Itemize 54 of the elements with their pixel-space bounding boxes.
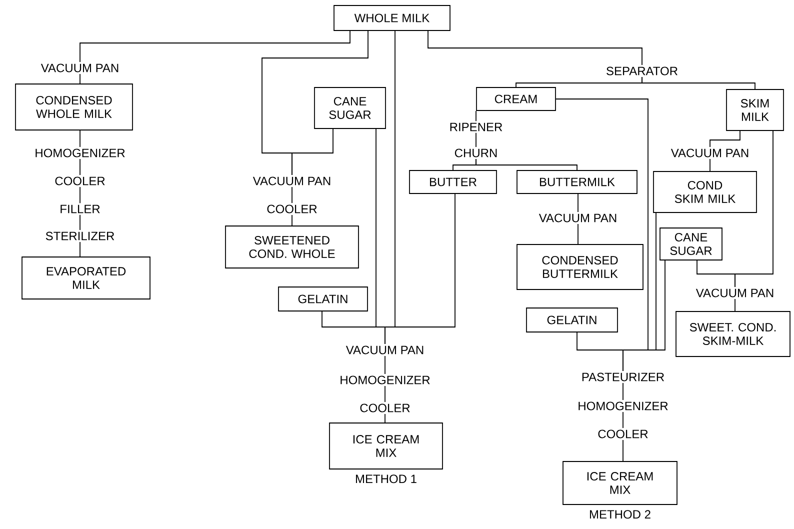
product-box: SWEET. COND. SKIM-MILK bbox=[676, 311, 790, 357]
product-box: CANE SUGAR bbox=[660, 228, 722, 260]
product-box: SWEETENED COND. WHOLE bbox=[225, 226, 359, 268]
connector-line bbox=[710, 130, 740, 148]
process-step-label: PASTEURIZER bbox=[582, 372, 664, 382]
connector-line bbox=[642, 76, 756, 90]
product-box: CREAM bbox=[476, 87, 556, 111]
process-step-label: HOMOGENIZER bbox=[340, 376, 430, 384]
process-step-label: COOLER bbox=[267, 204, 317, 214]
connector-line bbox=[384, 386, 386, 402]
process-step-label: COOLER bbox=[55, 176, 105, 186]
product-box: SKIM MILK bbox=[726, 89, 784, 131]
product-box: CONDENSED BUTTERMILK bbox=[516, 244, 644, 290]
method-caption: METHOD 1 bbox=[356, 474, 416, 484]
connector-line bbox=[622, 440, 624, 462]
connector-line bbox=[80, 30, 350, 62]
connector-line bbox=[384, 414, 386, 423]
process-step-label: STERILIZER bbox=[46, 232, 114, 240]
process-step-label: VACUUM PAN bbox=[40, 64, 118, 72]
process-step-label: VACUUM PAN bbox=[670, 148, 748, 158]
connector-line bbox=[734, 298, 736, 312]
method-caption: METHOD 2 bbox=[590, 510, 650, 519]
product-box: ICE CREAM MIX bbox=[329, 422, 443, 470]
connector-line bbox=[428, 30, 642, 66]
process-step-label: RIPENER bbox=[450, 122, 502, 132]
connector-line bbox=[292, 128, 334, 176]
process-step-label: COOLER bbox=[360, 404, 410, 412]
product-box: ICE CREAM MIX bbox=[562, 461, 678, 505]
process-step-label: VACUUM PAN bbox=[346, 346, 424, 354]
connector-line bbox=[384, 356, 386, 374]
connector-line bbox=[576, 332, 624, 372]
product-box: GELATIN bbox=[526, 308, 618, 332]
product-box: BUTTERMILK bbox=[516, 170, 638, 194]
process-step-label: COOLER bbox=[598, 430, 648, 438]
process-step-label: VACUUM PAN bbox=[538, 214, 616, 222]
product-box: EVAPORATED MILK bbox=[22, 256, 150, 300]
product-box: WHOLE MILK bbox=[334, 5, 450, 31]
connector-line bbox=[476, 158, 578, 170]
product-box: COND SKIM MILK bbox=[653, 171, 757, 213]
process-step-label: VACUUM PAN bbox=[696, 288, 774, 298]
process-step-label: FILLER bbox=[60, 204, 100, 214]
process-step-label: CHURN bbox=[454, 148, 497, 158]
product-box: CANE SUGAR bbox=[314, 87, 386, 129]
process-step-label: HOMOGENIZER bbox=[36, 148, 125, 158]
product-box: CONDENSED WHOLE MILK bbox=[15, 84, 133, 130]
connector-line bbox=[622, 412, 624, 428]
connector-line bbox=[734, 130, 774, 288]
connector-line bbox=[622, 382, 624, 400]
process-step-label: HOMOGENIZER bbox=[578, 402, 668, 410]
process-step-label: VACUUM PAN bbox=[252, 176, 330, 186]
process-step-label: SEPARATOR bbox=[606, 66, 678, 76]
connector-line bbox=[384, 194, 456, 344]
product-box: GELATIN bbox=[278, 286, 368, 312]
product-box: BUTTER bbox=[409, 170, 497, 194]
